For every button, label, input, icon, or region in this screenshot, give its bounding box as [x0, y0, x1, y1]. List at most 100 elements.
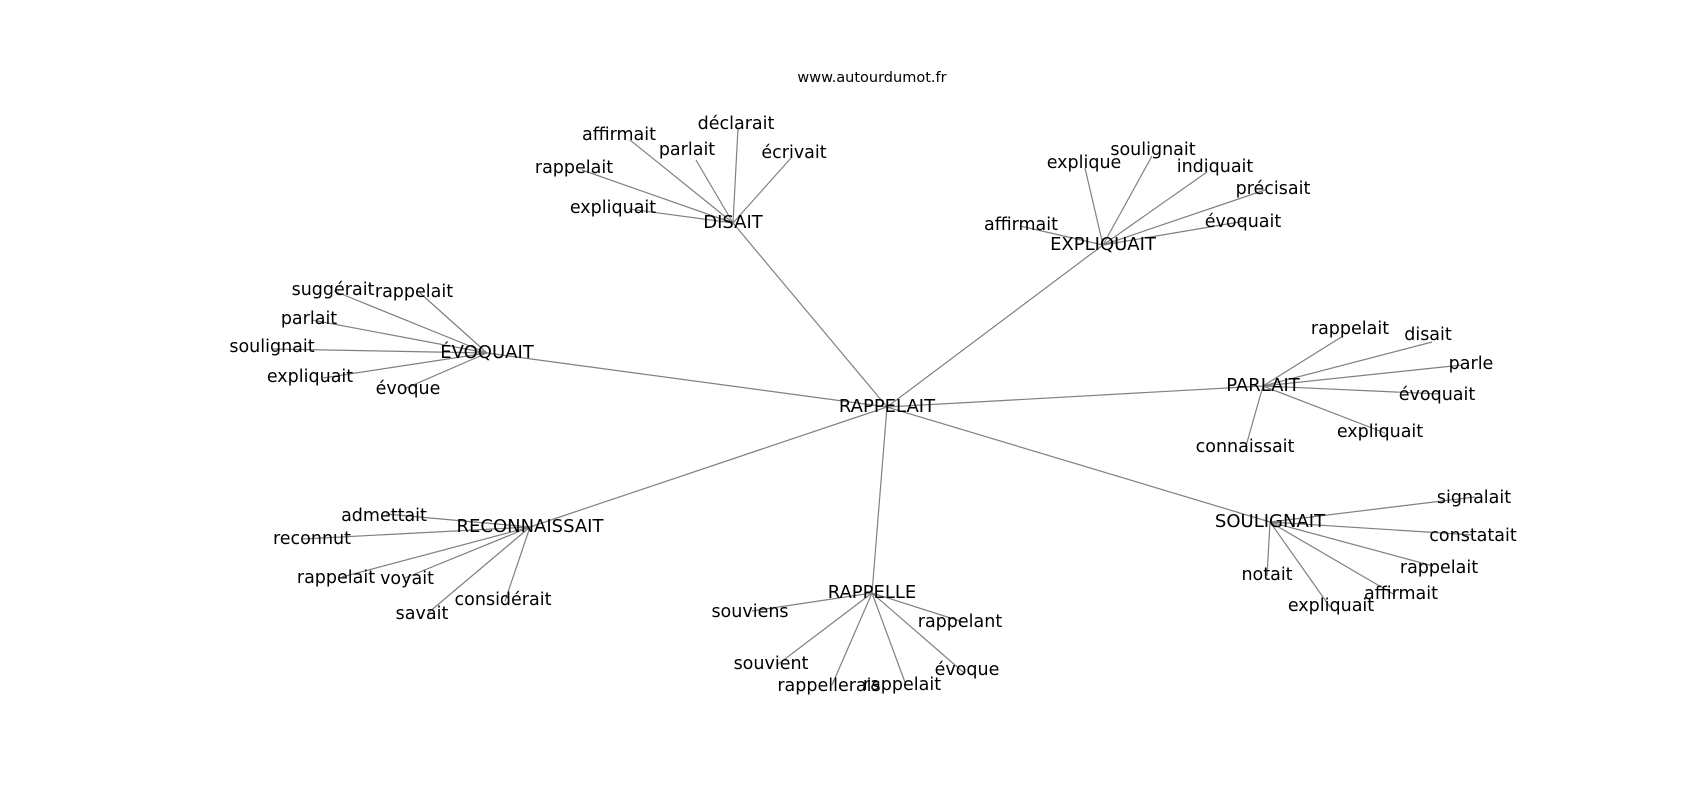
node-hub-expliquait[interactable]: EXPLIQUAIT — [1050, 234, 1157, 255]
edge-expliquait-4 — [1019, 225, 1104, 246]
node-leaf-reconnaissait-0[interactable]: admettait — [341, 506, 427, 526]
edge-expliquait-1 — [1102, 155, 1153, 246]
node-leaf-rappelle-3[interactable]: évoque — [935, 660, 1000, 680]
edge-disait-3 — [732, 157, 792, 224]
edge-reconnaissait-3 — [404, 526, 531, 579]
edge-parlait-2 — [1262, 364, 1463, 387]
edge-evoquait-3 — [272, 348, 488, 354]
node-leaf-evoquait-2[interactable]: parlait — [281, 309, 337, 329]
edge-evoquait-0 — [333, 290, 488, 354]
edge-root-disait — [732, 222, 888, 408]
edge-root-expliquait — [886, 244, 1104, 408]
site-credit[interactable]: www.autourdumot.fr — [797, 70, 946, 86]
edge-disait-1 — [732, 127, 739, 224]
node-leaf-parlait-5[interactable]: connaissait — [1196, 437, 1295, 457]
edge-soulignait-2 — [1269, 521, 1434, 567]
edge-rappelle-4 — [831, 592, 873, 686]
edge-rappelle-3 — [871, 592, 964, 673]
edge-rappelle-1 — [871, 592, 964, 623]
graph-edges — [272, 127, 1476, 686]
node-leaf-disait-1[interactable]: déclarait — [698, 114, 775, 134]
edge-rappelle-2 — [776, 592, 873, 666]
node-leaf-disait-3[interactable]: écrivait — [761, 143, 826, 163]
node-leaf-soulignait-3[interactable]: notait — [1241, 565, 1292, 585]
node-leaf-reconnaissait-2[interactable]: rappelait — [297, 568, 375, 588]
edge-root-reconnaissait — [529, 406, 888, 528]
edge-rappelle-5 — [871, 592, 907, 686]
edge-expliquait-2 — [1102, 171, 1208, 246]
node-leaf-evoquait-3[interactable]: soulignait — [229, 337, 314, 357]
edge-root-parlait — [886, 385, 1264, 408]
node-leaf-parlait-1[interactable]: disait — [1404, 325, 1452, 345]
node-leaf-rappelle-4[interactable]: rappellerais — [777, 676, 880, 696]
node-leaf-parlait-3[interactable]: évoquait — [1399, 385, 1476, 405]
edge-expliquait-5 — [1102, 220, 1246, 246]
node-leaf-expliquait-4[interactable]: affirmait — [984, 215, 1058, 235]
edge-reconnaissait-2 — [341, 526, 531, 578]
node-leaf-parlait-4[interactable]: expliquait — [1337, 422, 1423, 442]
node-leaf-evoquait-4[interactable]: expliquait — [267, 367, 353, 387]
node-leaf-evoquait-5[interactable]: évoque — [376, 379, 441, 399]
edge-rappelle-0 — [751, 592, 873, 612]
node-leaf-rappelle-2[interactable]: souvient — [734, 654, 809, 674]
node-hub-evoquait[interactable]: ÉVOQUAIT — [440, 341, 535, 363]
node-leaf-soulignait-1[interactable]: constatait — [1429, 526, 1517, 546]
node-leaf-reconnaissait-5[interactable]: savait — [396, 604, 449, 624]
edge-parlait-4 — [1262, 385, 1386, 434]
edge-parlait-0 — [1262, 335, 1344, 387]
node-leaf-expliquait-1[interactable]: soulignait — [1110, 140, 1195, 160]
edge-soulignait-5 — [1269, 521, 1331, 608]
edge-reconnaissait-4 — [504, 526, 531, 602]
edge-root-rappelle — [871, 406, 888, 594]
node-leaf-expliquait-0[interactable]: explique — [1047, 153, 1122, 173]
node-leaf-reconnaissait-4[interactable]: considérait — [455, 590, 552, 610]
edge-disait-4 — [581, 169, 734, 224]
edge-parlait-3 — [1262, 385, 1441, 395]
node-hub-soulignait[interactable]: SOULIGNAIT — [1215, 511, 1326, 532]
edge-expliquait-0 — [1084, 167, 1104, 246]
edge-evoquait-1 — [419, 292, 488, 354]
node-leaf-parlait-2[interactable]: parle — [1449, 354, 1494, 374]
node-leaf-soulignait-4[interactable]: affirmait — [1364, 584, 1438, 604]
node-hub-reconnaissait[interactable]: RECONNAISSAIT — [457, 516, 605, 537]
edge-parlait-1 — [1262, 341, 1433, 387]
node-leaf-disait-2[interactable]: parlait — [659, 140, 715, 160]
edge-disait-5 — [628, 208, 734, 224]
node-hub-disait[interactable]: DISAIT — [703, 212, 764, 233]
node-leaf-rappelle-1[interactable]: rappelant — [918, 612, 1003, 632]
node-leaf-reconnaissait-1[interactable]: reconnut — [273, 529, 351, 549]
node-leaf-soulignait-2[interactable]: rappelait — [1400, 558, 1478, 578]
node-hub-rappelle[interactable]: RAPPELLE — [828, 582, 917, 603]
graph-labels: www.autourdumot.fr RAPPELAIT DISAIT affirm… — [229, 70, 1516, 696]
node-leaf-evoquait-1[interactable]: rappelait — [375, 282, 453, 302]
node-leaf-disait-4[interactable]: rappelait — [535, 158, 613, 178]
edge-evoquait-5 — [403, 352, 488, 390]
edge-reconnaissait-5 — [427, 526, 531, 614]
node-leaf-soulignait-0[interactable]: signalait — [1437, 488, 1511, 508]
node-leaf-reconnaissait-3[interactable]: voyait — [380, 569, 434, 589]
node-leaf-disait-0[interactable]: affirmait — [582, 125, 656, 145]
edge-root-evoquait — [486, 352, 888, 408]
node-root[interactable]: RAPPELAIT — [839, 396, 936, 417]
edge-evoquait-2 — [311, 319, 488, 354]
edge-evoquait-4 — [322, 352, 488, 379]
node-leaf-expliquait-3[interactable]: précisait — [1236, 179, 1311, 199]
node-leaf-rappelle-5[interactable]: rappelait — [863, 675, 941, 695]
edge-expliquait-3 — [1102, 189, 1266, 246]
node-leaf-expliquait-2[interactable]: indiquait — [1177, 157, 1254, 177]
edge-soulignait-4 — [1269, 521, 1396, 596]
node-leaf-parlait-0[interactable]: rappelait — [1311, 319, 1389, 339]
edge-soulignait-3 — [1266, 521, 1271, 577]
node-leaf-soulignait-5[interactable]: expliquait — [1288, 596, 1374, 616]
node-leaf-expliquait-5[interactable]: évoquait — [1205, 212, 1282, 232]
edge-disait-2 — [695, 159, 734, 224]
edge-disait-0 — [629, 139, 734, 224]
node-leaf-evoquait-0[interactable]: suggérait — [292, 280, 375, 300]
node-leaf-disait-5[interactable]: expliquait — [570, 198, 656, 218]
edge-soulignait-0 — [1269, 496, 1476, 523]
node-leaf-rappelle-0[interactable]: souviens — [711, 602, 788, 622]
edge-root-soulignait — [886, 406, 1271, 523]
node-hub-parlait[interactable]: PARLAIT — [1226, 375, 1301, 396]
edge-parlait-5 — [1245, 385, 1264, 447]
